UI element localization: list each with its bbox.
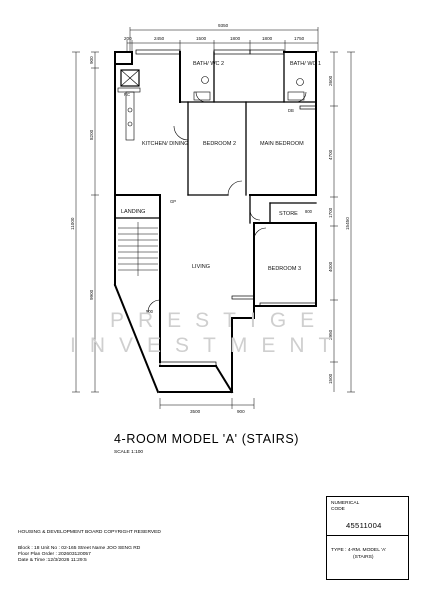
dim-top-5: 1800 bbox=[262, 36, 273, 41]
dim-total-width: 9350 bbox=[218, 23, 229, 28]
dim-small-1: 800 bbox=[305, 209, 313, 214]
dim-right-outer: 15450 bbox=[345, 217, 350, 230]
dim-right-1: 2600 bbox=[328, 75, 333, 86]
dim-small-2: 500 bbox=[146, 309, 154, 314]
dimension-lines bbox=[72, 27, 355, 409]
label-bath-2: BATH/ WC 2 bbox=[193, 61, 224, 67]
numerical-code-value: 45511004 bbox=[346, 521, 382, 530]
label-gas-pipe: GP bbox=[170, 199, 176, 204]
floor-plan-order: Floor Plan Order : 202603120057 bbox=[18, 552, 91, 557]
flat-type: TYPE : 4-RM. MODEL 'A' (STAIRS) bbox=[331, 547, 386, 561]
dim-left-3: 9900 bbox=[89, 289, 94, 300]
label-store: STORE bbox=[279, 211, 298, 217]
watermark-line-1: PRESTIGE bbox=[110, 309, 328, 332]
label-living: LIVING bbox=[192, 264, 210, 270]
numerical-code-label: NUMERICAL CODE bbox=[331, 501, 359, 512]
watermark-line-2: INVESTMENT bbox=[70, 334, 345, 357]
dim-left-outer: 11000 bbox=[70, 217, 75, 230]
dim-right-5: 2950 bbox=[328, 329, 333, 340]
dim-left-2: 8200 bbox=[89, 129, 94, 140]
label-bedroom-2: BEDROOM 2 bbox=[203, 141, 236, 147]
label-db: DB bbox=[288, 108, 294, 113]
copyright-notice: HOUSING & DEVELOPMENT BOARD COPYRIGHT RE… bbox=[18, 530, 161, 535]
dim-right-3: 1700 bbox=[328, 207, 333, 218]
flat-type-line-1: TYPE : 4-RM. MODEL 'A' bbox=[331, 548, 387, 553]
numerical-code-section: NUMERICAL CODE 45511004 bbox=[327, 497, 408, 536]
fixtures bbox=[117, 69, 307, 313]
walls bbox=[113, 49, 317, 394]
numerical-code-box: NUMERICAL CODE 45511004 TYPE : 4-RM. MOD… bbox=[326, 496, 409, 580]
label-refuse-chute: RC bbox=[124, 92, 130, 97]
plan-title: 4-ROOM MODEL 'A' (STAIRS) bbox=[114, 432, 300, 446]
numerical-code-label-line-1: NUMERICAL bbox=[331, 501, 360, 506]
dim-right-4: 4000 bbox=[328, 261, 333, 272]
dim-top-4: 1800 bbox=[230, 36, 241, 41]
dim-top-6: 1750 bbox=[294, 36, 305, 41]
flat-type-line-2: (STAIRS) bbox=[353, 555, 374, 560]
dim-right-2: 4700 bbox=[328, 149, 333, 160]
dim-left-1: 900 bbox=[89, 56, 94, 64]
plan-scale: SCALE 1:100 bbox=[114, 450, 144, 455]
dim-top-3: 1500 bbox=[196, 36, 207, 41]
label-landing: LANDING bbox=[121, 209, 145, 215]
label-bedroom-3: BEDROOM 3 bbox=[268, 266, 301, 272]
label-bath-1: BATH/ WC 1 bbox=[290, 61, 321, 67]
label-main-bedroom: MAIN BEDROOM bbox=[260, 141, 304, 147]
dim-bottom-2: 900 bbox=[237, 409, 245, 414]
label-kitchen: KITCHEN/ DINING bbox=[142, 141, 188, 147]
dim-bottom-1: 3500 bbox=[190, 409, 201, 414]
dim-right-6: 1500 bbox=[328, 373, 333, 384]
dim-top-1: 200 bbox=[124, 36, 132, 41]
dim-top-2: 2450 bbox=[154, 36, 165, 41]
date-time: Date & Time :12/3/2026 11:29:5 bbox=[18, 558, 87, 563]
numerical-code-label-line-2: CODE bbox=[331, 506, 345, 512]
block-unit-info: Block : 18 Unit No : 02-165 Street Name … bbox=[18, 546, 141, 551]
